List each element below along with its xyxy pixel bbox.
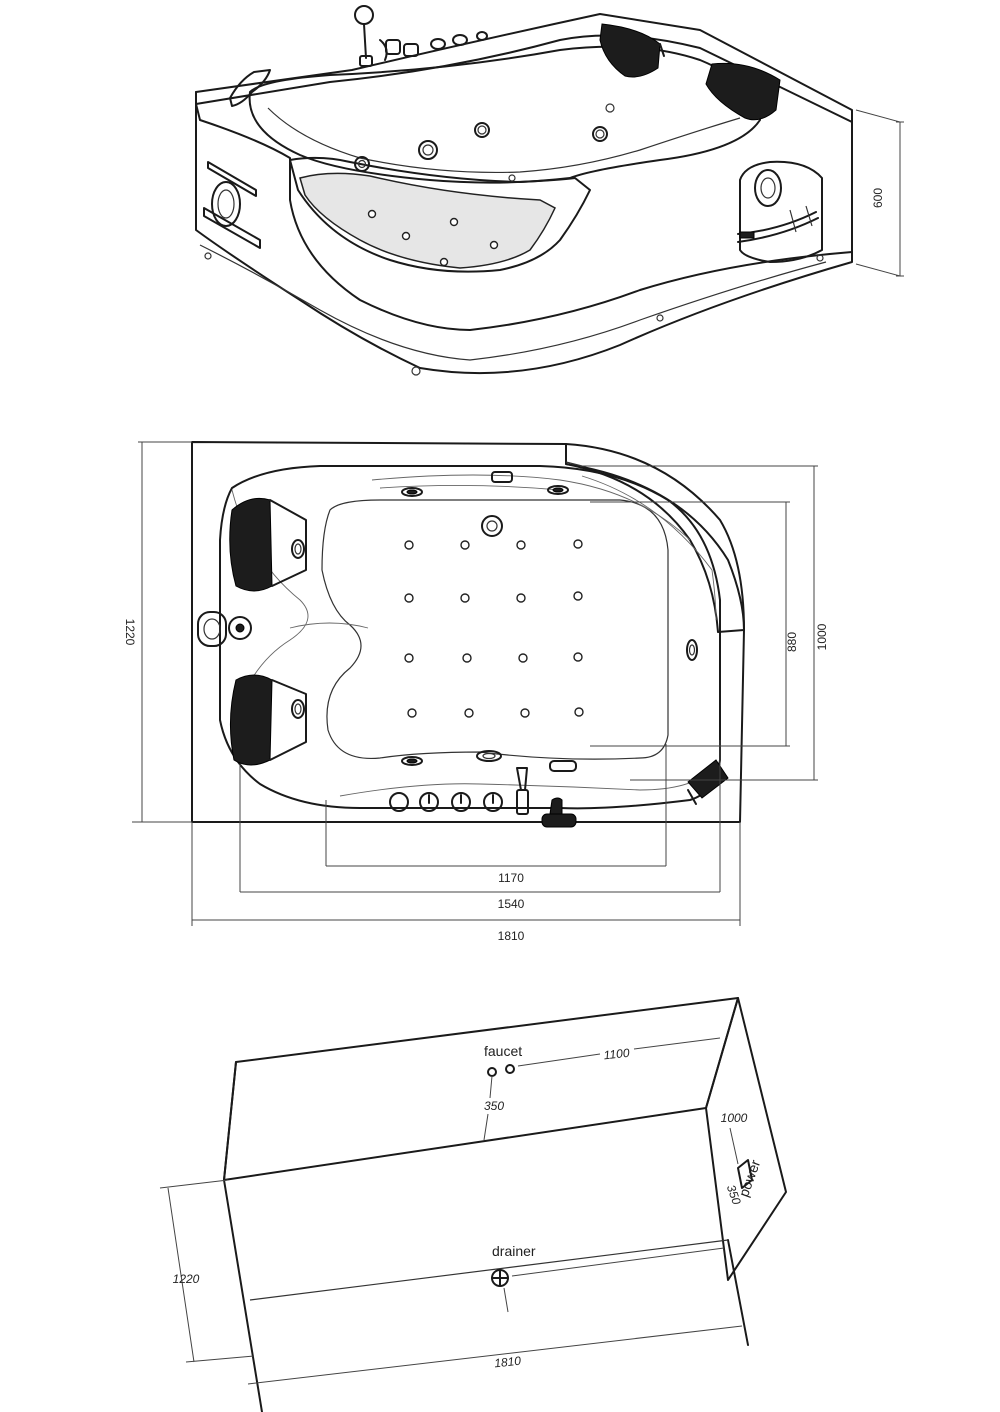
jet-icon [547, 485, 569, 495]
mid-width-label: 1000 [815, 623, 829, 650]
control-knob-icon [419, 792, 439, 812]
jet-icon [401, 756, 423, 766]
inner-length-label: 1170 [498, 871, 524, 885]
control-knob-icon [385, 31, 488, 57]
drain-icon [687, 759, 729, 805]
height-dimension-label: 600 [871, 188, 885, 208]
headrest-icon [705, 62, 781, 121]
faucet-distance-label: 1100 [603, 1046, 630, 1063]
control-knob-icon [451, 792, 471, 812]
jet-icon [354, 156, 370, 172]
inner-width-label: 880 [785, 632, 799, 652]
headrest-icon [599, 23, 665, 78]
jet-icon [474, 122, 490, 138]
power-height-label: 350 [724, 1183, 744, 1207]
drain-icon [491, 1269, 509, 1287]
faucet-height-label: 350 [484, 1099, 504, 1113]
control-knob-icon [483, 792, 503, 812]
overall-width-label: 1220 [123, 619, 137, 646]
speaker-icon [754, 169, 782, 207]
box-length-label: 1810 [494, 1354, 522, 1371]
jet-icon [481, 515, 503, 537]
faucet-label: faucet [484, 1043, 522, 1059]
jet-icon [291, 699, 305, 719]
overall-length-label: 1810 [498, 929, 525, 943]
installation-box-view: 1220 1810 faucet 1100 350 1000 power 350… [159, 997, 787, 1412]
drainer-label: drainer [492, 1243, 536, 1259]
handshower-icon [541, 797, 577, 828]
speaker-icon [197, 611, 227, 647]
speaker-icon [211, 181, 241, 227]
top-view: 1170 1540 1810 1220 880 1000 [123, 441, 829, 943]
mid-length-label: 1540 [498, 897, 525, 911]
box-width-label: 1220 [173, 1272, 200, 1286]
jet-icon [418, 140, 438, 160]
jet-icon [592, 126, 608, 142]
jet-icon [291, 539, 305, 559]
perspective-view: 600 [195, 5, 904, 376]
jet-icon [401, 487, 423, 497]
jet-icon [686, 639, 698, 661]
control-knob-icon [389, 792, 409, 812]
headrest-icon [229, 497, 307, 592]
power-outlet-marker [737, 1159, 753, 1189]
jet-icon [476, 750, 502, 762]
floor-jets [404, 539, 584, 718]
handshower-icon [354, 5, 374, 67]
faucet-marker [487, 1064, 515, 1077]
headrest-icon [229, 674, 307, 766]
side-distance-label: 1000 [721, 1111, 748, 1125]
control-knob-icon [228, 616, 252, 640]
